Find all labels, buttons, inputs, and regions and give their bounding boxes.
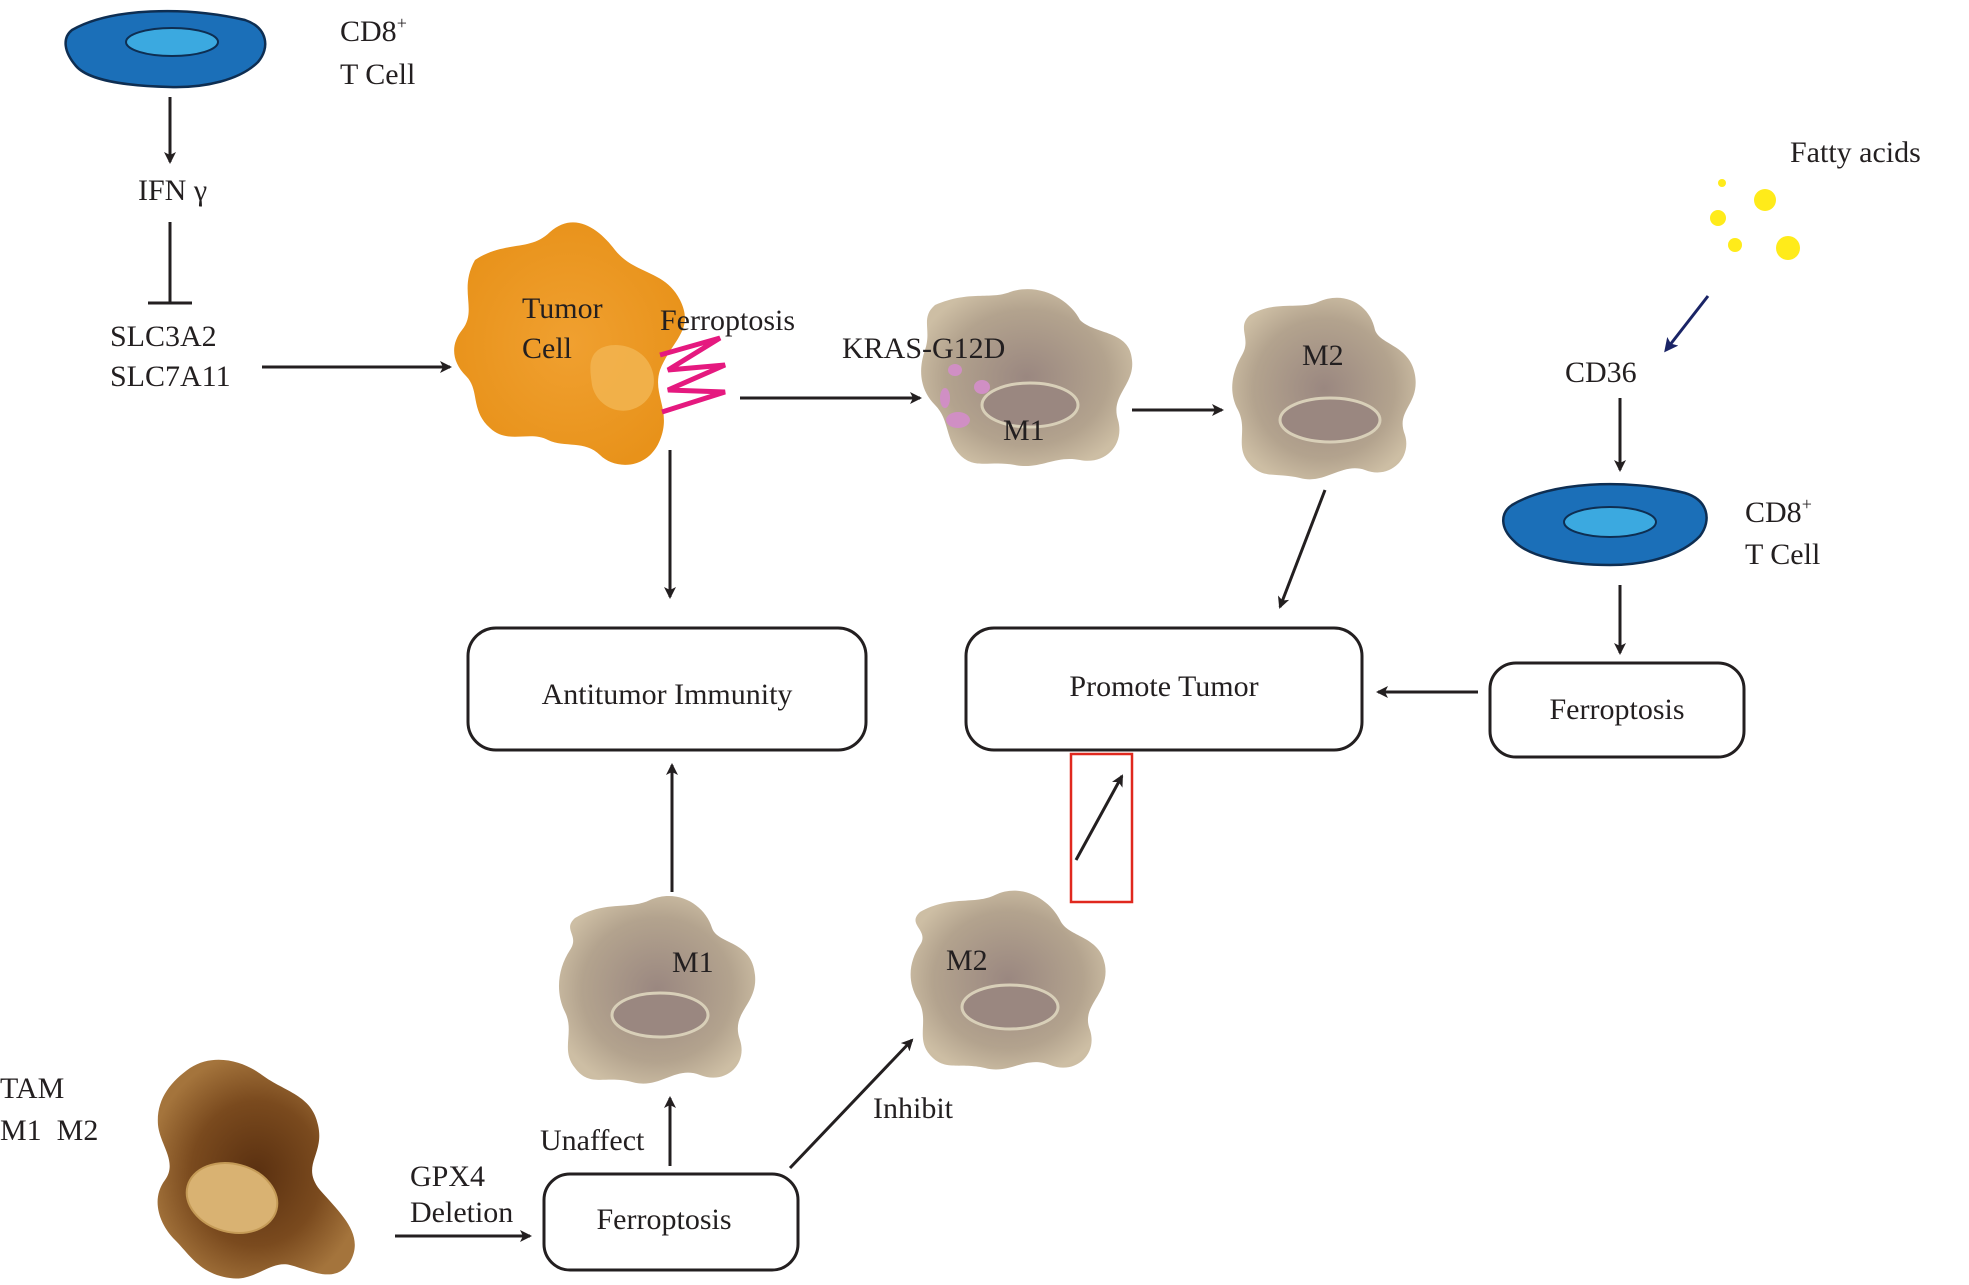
fatty-acid-dots-icon xyxy=(1710,179,1800,260)
slc3a2-label: SLC3A2 xyxy=(110,320,217,353)
tumor-cell-icon xyxy=(454,222,685,465)
svg-text:Antitumor Immunity: Antitumor Immunity xyxy=(542,678,793,711)
m2-bottom-label: M2 xyxy=(946,944,988,977)
cd36-label: CD36 xyxy=(1565,356,1637,389)
gpx4-deletion-label: Deletion xyxy=(410,1196,513,1229)
cd8-top-tcell-label: T Cell xyxy=(340,58,415,91)
tumor-cell-label-2: Cell xyxy=(522,332,572,365)
m2-top-label: M2 xyxy=(1302,339,1344,372)
promote-tumor-box: Promote Tumor xyxy=(964,626,1364,752)
svg-text:Promote Tumor: Promote Tumor xyxy=(1069,670,1258,703)
slc7a11-label: SLC7A11 xyxy=(110,360,231,393)
svg-text:Ferroptosis: Ferroptosis xyxy=(1550,693,1685,726)
t-cell-top-icon xyxy=(64,9,267,89)
tam-label: TAM xyxy=(0,1072,64,1105)
tam-macrophage-icon xyxy=(157,1059,355,1279)
arrow-m2-bottom-to-promote xyxy=(1074,774,1124,861)
m2-macrophage-bottom-icon xyxy=(910,890,1106,1070)
m1-top-label: M1 xyxy=(1003,414,1045,447)
inhibit-label: Inhibit xyxy=(873,1092,954,1125)
m1-macrophage-bottom-icon xyxy=(558,896,756,1084)
tumor-cell-label: Tumor xyxy=(522,292,603,325)
gpx4-label: GPX4 xyxy=(410,1160,485,1193)
m1-macrophage-top-icon xyxy=(921,289,1133,467)
antitumor-immunity-box: Antitumor Immunity xyxy=(466,626,868,752)
unaffect-label: Unaffect xyxy=(540,1124,645,1157)
ferroptosis-top-label: Ferroptosis xyxy=(660,304,795,337)
inhibition-ifn-to-slc xyxy=(148,222,192,305)
t-cell-right-icon xyxy=(1502,482,1708,567)
kras-vesicles-icon xyxy=(940,364,990,428)
cd8-right-tcell-label: T Cell xyxy=(1745,538,1820,571)
m1-bottom-label: M1 xyxy=(672,946,714,979)
fatty-acids-label: Fatty acids xyxy=(1790,136,1921,169)
arrow-m2-to-promote xyxy=(1277,489,1327,609)
ferroptosis-bottom-box: Ferroptosis xyxy=(542,1172,800,1272)
highlight-box xyxy=(1069,752,1134,904)
kras-g12d-label: KRAS-G12D xyxy=(842,332,1005,365)
arrow-ferroptosis-to-m2 xyxy=(788,1038,914,1170)
m2-macrophage-top-icon xyxy=(1232,297,1416,480)
cd8-top-label: CD8+ xyxy=(340,13,407,48)
tam-subtypes-label: M1 M2 xyxy=(0,1114,98,1147)
ifn-gamma-label: IFN γ xyxy=(138,174,207,207)
cd8-right-label: CD8+ xyxy=(1745,494,1812,529)
ferroptosis-zigzag-icon xyxy=(659,335,727,415)
ferroptosis-right-box: Ferroptosis xyxy=(1488,661,1746,759)
arrow-fatty-acids-to-cd36 xyxy=(1664,295,1710,353)
svg-text:Ferroptosis: Ferroptosis xyxy=(597,1203,732,1236)
